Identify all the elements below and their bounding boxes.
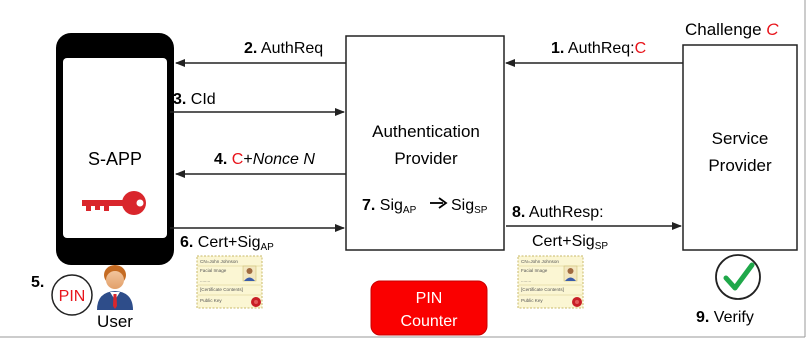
svg-text:[Certificate Contents]: [Certificate Contents] (521, 287, 564, 292)
pin-counter-label-2: Counter (401, 313, 459, 330)
step-2-label: 2. AuthReq (244, 40, 323, 57)
check-icon (715, 254, 761, 300)
user-icon (563, 265, 578, 282)
pin-counter-label-1: PIN (416, 290, 443, 307)
step-7-label: 7. SigAP (362, 197, 417, 216)
svg-text:........: ........ (521, 278, 531, 283)
phone-device: S-APP (56, 33, 174, 265)
step-3-label: 3. CId (173, 91, 216, 108)
step-1-label: 1. AuthReq:C (551, 40, 646, 57)
user-icon (97, 265, 133, 310)
step-4-label: 4. C+Nonce N (214, 151, 315, 168)
svg-text:........: ........ (200, 278, 210, 283)
step-9-label: 9. Verify (696, 309, 754, 326)
user-icon (242, 265, 257, 282)
arrow-right-icon (430, 197, 448, 209)
step-7-target: SigSP (451, 197, 488, 216)
pin-bubble: PIN (51, 274, 93, 316)
svg-text:CN=John Johnson: CN=John Johnson (200, 259, 238, 264)
key-icon (82, 191, 146, 215)
app-title: S-APP (88, 149, 142, 169)
service-provider-box: Service Provider (682, 44, 798, 251)
seal-icon (572, 297, 582, 307)
challenge-label: Challenge C (685, 20, 779, 39)
user-label: User (97, 312, 133, 331)
svg-text:Public Key: Public Key (200, 298, 222, 303)
auth-provider-label-2: Provider (394, 149, 458, 168)
service-provider-label-2: Provider (708, 156, 772, 175)
step-8-label: 8. AuthResp: (512, 204, 604, 221)
service-provider-label-1: Service (712, 129, 769, 148)
step-6-label: 6. Cert+SigAP (180, 234, 274, 253)
svg-text:Facial Image: Facial Image (200, 268, 227, 273)
seal-icon (251, 297, 261, 307)
pin-counter-box: PIN Counter (370, 280, 488, 336)
authentication-provider-box: Authentication Provider 7. SigAP SigSP (345, 35, 505, 251)
step-8-label-2: Cert+SigSP (532, 233, 608, 252)
certificate-card-ap: CN=John Johnson Facial Image ........ [C… (196, 255, 263, 309)
svg-text:[Certificate Contents]: [Certificate Contents] (200, 287, 243, 292)
step-5-label: 5. (31, 274, 44, 291)
svg-text:CN=John Johnson: CN=John Johnson (521, 259, 559, 264)
svg-text:PIN: PIN (59, 288, 86, 305)
svg-text:Facial Image: Facial Image (521, 268, 548, 273)
svg-text:Public Key: Public Key (521, 298, 543, 303)
certificate-card-sp: CN=John Johnson Facial Image ........ [C… (517, 255, 584, 309)
auth-provider-label-1: Authentication (372, 122, 480, 141)
